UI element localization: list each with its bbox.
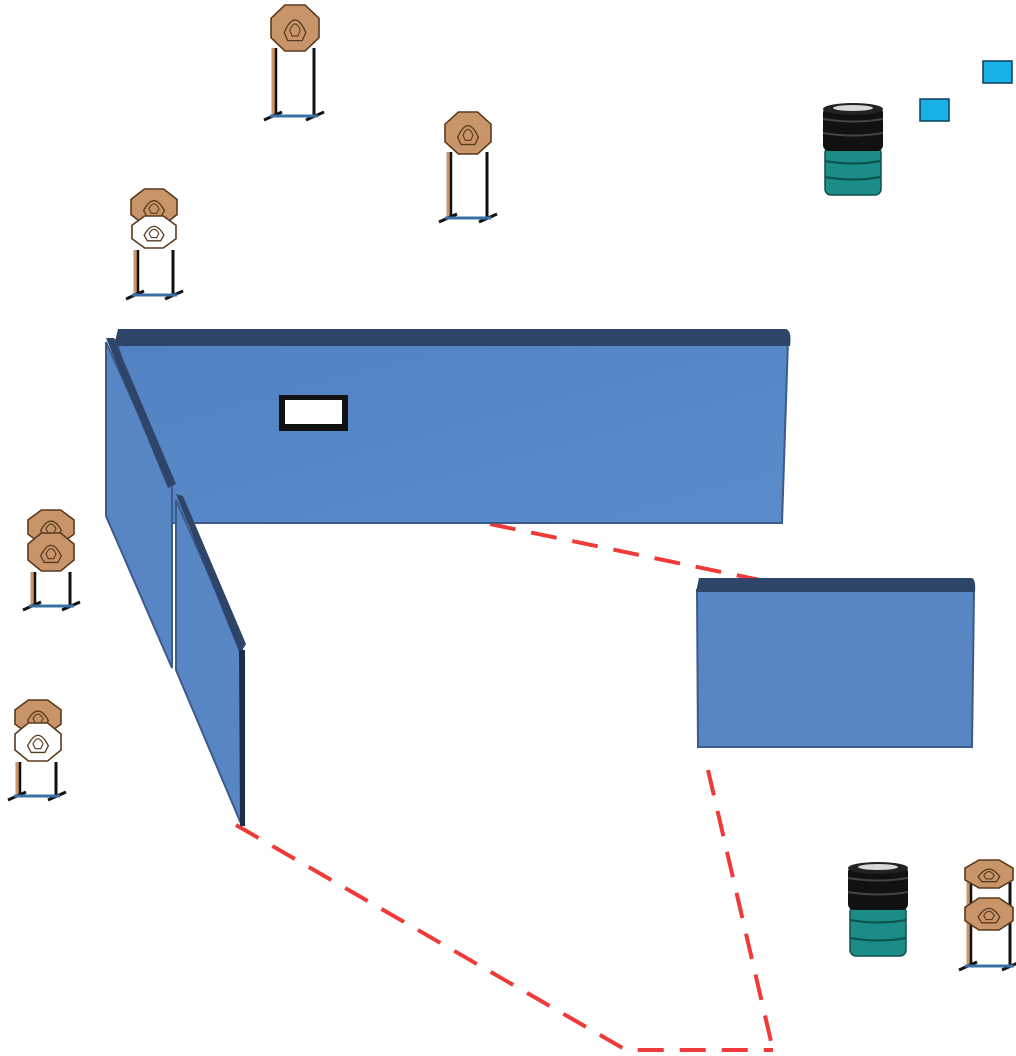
fault-line: [235, 522, 775, 1052]
barrel-icon: [847, 862, 909, 957]
steel-paper-target-icon: [270, 4, 320, 52]
position-marker-icon: [982, 60, 1013, 84]
target-t5-with-noshoot: [7, 699, 67, 802]
steel-paper-target-icon: [964, 859, 1014, 889]
back-wall: [114, 329, 791, 524]
left-wall-lower: [175, 494, 246, 827]
fault-line-bottom: [235, 823, 773, 1052]
target-t3-with-noshoot: [125, 188, 184, 301]
target-t6-double: [958, 859, 1016, 972]
target-t4-double: [22, 509, 81, 612]
fault-line-right: [706, 769, 775, 1051]
left-wall-upper: [105, 338, 176, 669]
window-port-icon: [279, 395, 348, 431]
target-t1: [263, 4, 325, 122]
barrel-icon: [822, 103, 884, 196]
steel-paper-target-icon: [27, 532, 75, 572]
fault-line-top: [489, 522, 761, 582]
right-wall: [695, 578, 976, 748]
targets-group: [7, 4, 1016, 972]
target-t2: [438, 111, 498, 224]
no-shoot-target-icon: [131, 215, 177, 249]
steel-paper-target-icon: [444, 111, 492, 155]
position-marker-icon: [919, 98, 950, 122]
steel-paper-target-icon: [964, 897, 1014, 931]
no-shoot-target-icon: [14, 722, 62, 762]
